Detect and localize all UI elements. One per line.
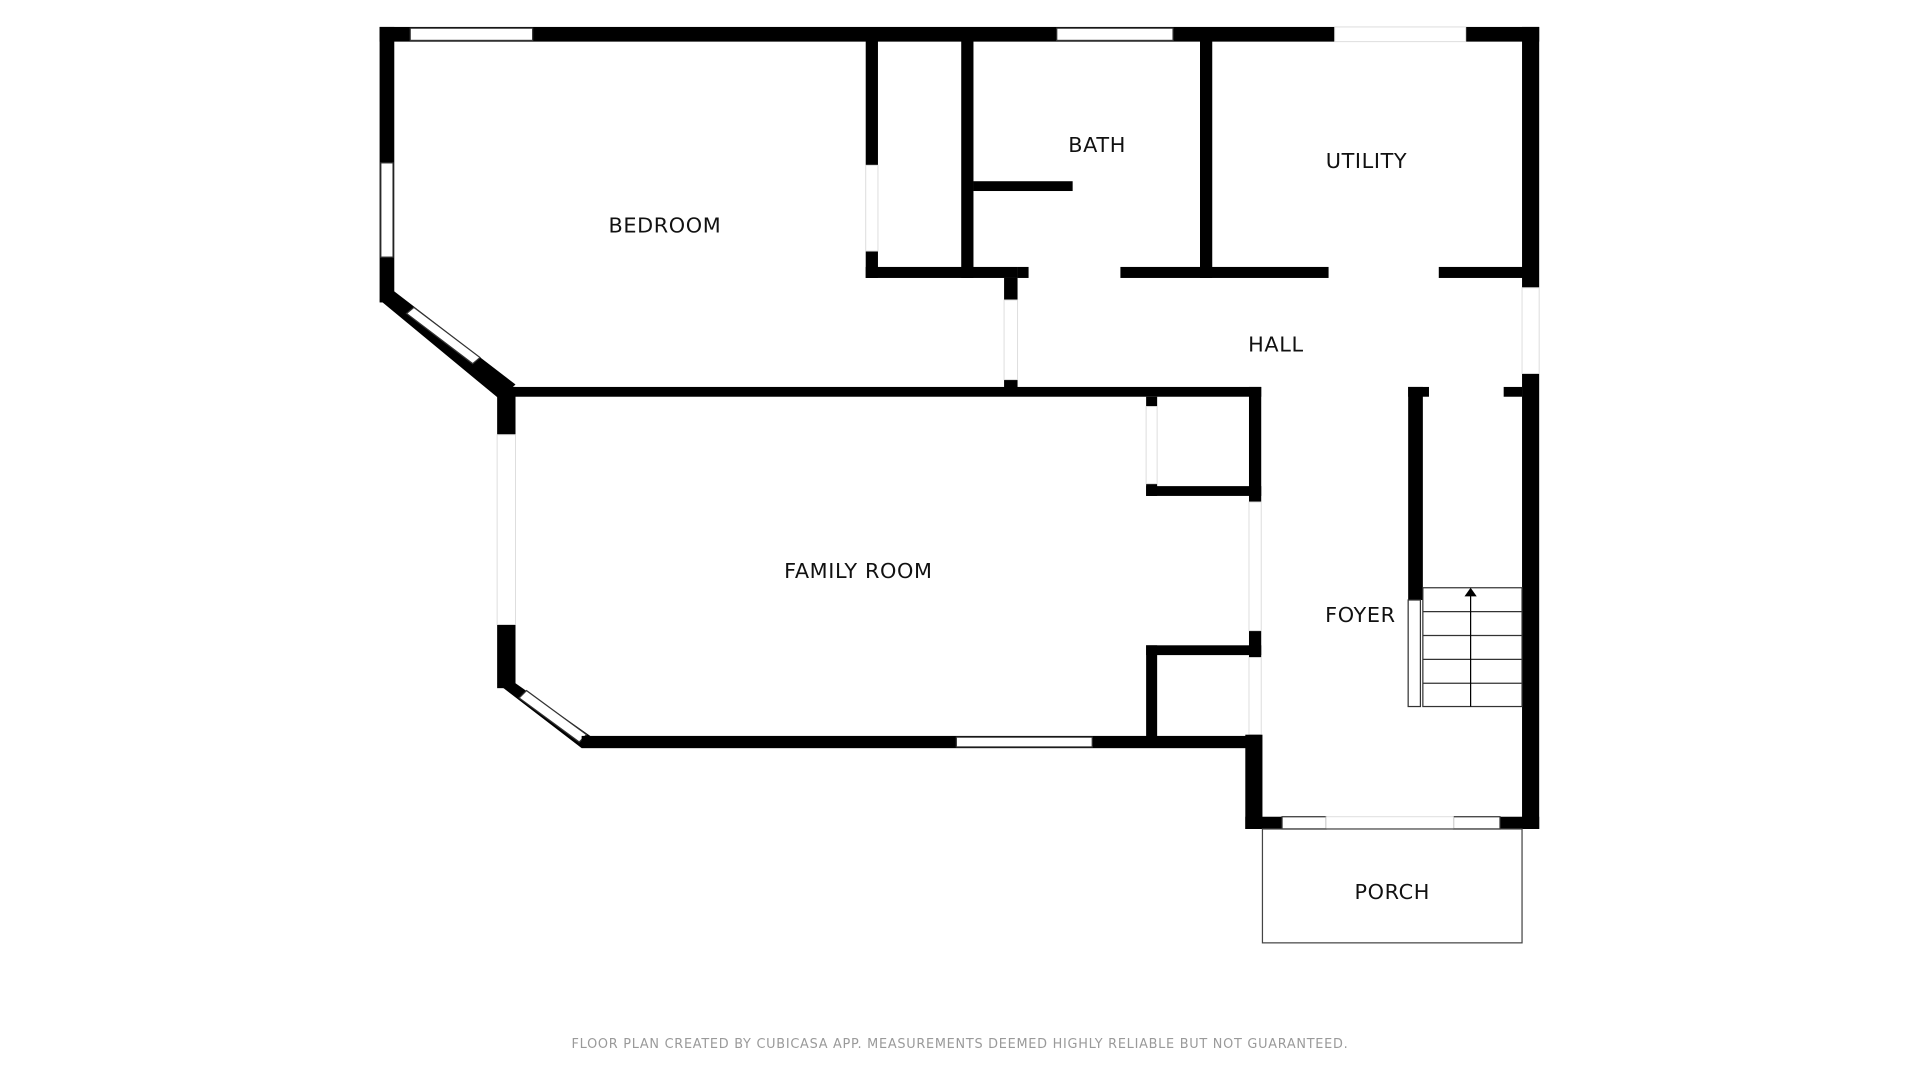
opening-family-left — [496, 434, 516, 625]
opening-utility-top — [1334, 26, 1467, 43]
room-label-utility: UTILITY — [1326, 149, 1407, 173]
window-foyer-left — [1281, 816, 1327, 830]
window-bedroom-diagonal — [405, 306, 481, 365]
window-bath-top — [1056, 27, 1174, 42]
room-label-bedroom: BEDROOM — [608, 214, 721, 238]
window-family-diagonal — [518, 689, 588, 743]
room-label-foyer: FOYER — [1325, 603, 1396, 627]
room-label-porch: PORCH — [1354, 880, 1430, 904]
walls — [379, 26, 1540, 830]
porch-outline — [1261, 828, 1523, 944]
front-door-opening — [1325, 816, 1454, 830]
footer-disclaimer: FLOOR PLAN CREATED BY CUBICASA APP. MEAS… — [572, 1037, 1349, 1052]
room-label-bath: BATH — [1068, 133, 1126, 157]
window-bedroom-left — [380, 162, 394, 258]
opening-hall-right — [1521, 287, 1540, 374]
room-label-family-room: FAMILY ROOM — [784, 559, 932, 583]
window-foyer-right — [1452, 816, 1501, 830]
stair-handrail — [1407, 599, 1422, 708]
window-bedroom-top — [409, 27, 534, 42]
window-family-bottom — [955, 736, 1093, 748]
room-label-hall: HALL — [1248, 332, 1304, 356]
stairs — [1407, 587, 1523, 708]
